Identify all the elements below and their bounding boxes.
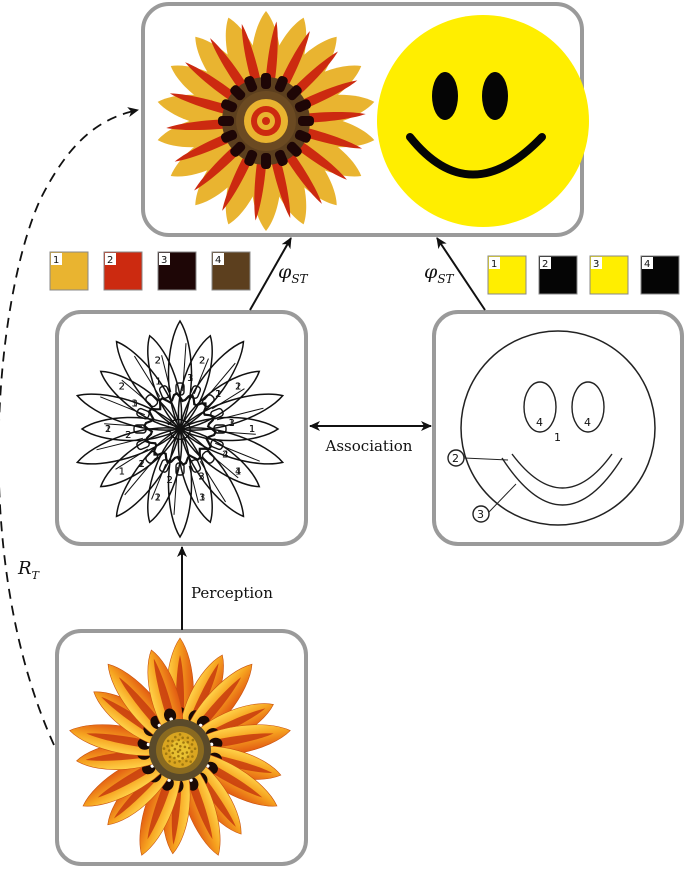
flower-sketch-region-number: 1 bbox=[119, 466, 125, 477]
smiley-sketch-face-number: 1 bbox=[554, 431, 561, 444]
arrow-phi-right bbox=[436, 237, 486, 311]
arrow-phi-left bbox=[249, 237, 292, 311]
palette-swatch-number: 3 bbox=[593, 259, 599, 270]
flower-sketch-region-number: 2 bbox=[155, 356, 161, 367]
palette-swatch: 4 bbox=[211, 251, 251, 291]
flower-sketch-region-number: 4 bbox=[222, 450, 228, 461]
flower-sketch-region-number: 2 bbox=[125, 430, 131, 441]
phi-right-label: φST bbox=[424, 261, 455, 286]
flower-sketch-region-number: 1 bbox=[229, 418, 235, 429]
flower-sketch-region-number: 3 bbox=[198, 471, 204, 482]
flower-sketch-region-number: 1 bbox=[235, 466, 241, 477]
flower-sketch-region-number: 1 bbox=[215, 389, 221, 400]
flower-sketch-region-number: 2 bbox=[155, 356, 161, 367]
flower-sketch-region-number: 1 bbox=[199, 493, 205, 504]
smiley-sketch: 4 4 1 2 3 bbox=[447, 330, 656, 526]
smiley-sketch-eye-left-number: 4 bbox=[536, 416, 543, 429]
flower-sketch-region-number: 2 bbox=[139, 459, 145, 470]
palette-swatch: 3 bbox=[157, 251, 197, 291]
flower-sketch-region-number: 2 bbox=[235, 382, 241, 393]
flower-sketch-region-number: 3 bbox=[199, 493, 205, 504]
flower-sketch-region-number: 2 bbox=[215, 389, 221, 400]
flower-sketch-region-number: 3 bbox=[132, 398, 138, 409]
stylised-flower-image bbox=[157, 11, 375, 231]
smiley-face-image bbox=[377, 15, 589, 227]
palette-swatch: 1 bbox=[487, 255, 527, 295]
flower-sketch-region-number: 1 bbox=[155, 377, 161, 388]
flower-sketch-region-number: 1 bbox=[155, 493, 161, 504]
palette-left: 1 2 3 4 bbox=[49, 251, 251, 291]
palette-swatch-number: 2 bbox=[107, 255, 113, 266]
smiley-eye-right bbox=[482, 72, 508, 120]
flower-sketch-region-number: 2 bbox=[167, 475, 173, 486]
flower-sketch-region-number: 1 bbox=[249, 424, 255, 435]
flower-sketch-region-number: 2 bbox=[199, 356, 205, 367]
flower-sketch-region-number: 2 bbox=[167, 475, 173, 486]
smiley-mouth bbox=[406, 133, 546, 179]
flower-sketch-region-number: 3 bbox=[187, 373, 193, 384]
palette-swatch-number: 2 bbox=[542, 259, 548, 270]
flower-sketch-region-number: 1 bbox=[139, 459, 145, 470]
flower-sketch-region-number: 2 bbox=[119, 382, 125, 393]
palette-swatch-number: 1 bbox=[53, 255, 59, 266]
palette-swatch: 2 bbox=[103, 251, 143, 291]
flower-sketch-region-number: 2 bbox=[125, 430, 131, 441]
palette-swatch: 4 bbox=[640, 255, 680, 295]
flower-sketch-region-number: 2 bbox=[222, 450, 228, 461]
flower-sketch-region-number: 1 bbox=[187, 373, 193, 384]
association-label: Association bbox=[325, 437, 413, 455]
flower-sketch-region-number: 2 bbox=[198, 471, 204, 482]
flower-sketch-region-number: 2 bbox=[199, 356, 205, 367]
frame-smiley-sketch bbox=[432, 310, 684, 546]
flower-sketch-region-number: 1 bbox=[132, 398, 138, 409]
palette-swatch-number: 3 bbox=[161, 255, 167, 266]
flower-sketch-region-number: 2 bbox=[105, 424, 111, 435]
smiley-eye-left bbox=[432, 72, 458, 120]
phi-left-label: φST bbox=[278, 261, 309, 286]
flower-sketch-region-number: 1 bbox=[249, 424, 255, 435]
palette-swatch-number: 4 bbox=[644, 259, 650, 270]
flower-sketch-region-number: 3 bbox=[229, 418, 235, 429]
flower-sketch-region-number: 2 bbox=[119, 382, 125, 393]
palette-right: 1 2 3 4 bbox=[487, 255, 680, 295]
flower-photo-image bbox=[69, 637, 291, 856]
palette-swatch: 3 bbox=[589, 255, 629, 295]
smiley-sketch-mouth-outer-number: 2 bbox=[452, 452, 459, 465]
palette-swatch-number: 1 bbox=[491, 259, 497, 270]
flower-sketch-region-number: 1 bbox=[235, 382, 241, 393]
rt-label: RT bbox=[17, 558, 41, 582]
flower-sketch-region-number: 1 bbox=[105, 424, 111, 435]
flower-sketch-region-number: 1 bbox=[119, 466, 125, 477]
flower-sketch-region-number: 4 bbox=[235, 466, 241, 477]
perception-label: Perception bbox=[191, 584, 273, 602]
palette-swatch-number: 4 bbox=[215, 255, 221, 266]
palette-swatch: 1 bbox=[49, 251, 89, 291]
flower-sketch-region-number: 2 bbox=[155, 493, 161, 504]
flower-sketch-region-number: 1 bbox=[155, 377, 161, 388]
smiley-sketch-eye-right-number: 4 bbox=[584, 416, 591, 429]
palette-swatch: 2 bbox=[538, 255, 578, 295]
smiley-sketch-mouth-inner-number: 3 bbox=[477, 508, 484, 521]
